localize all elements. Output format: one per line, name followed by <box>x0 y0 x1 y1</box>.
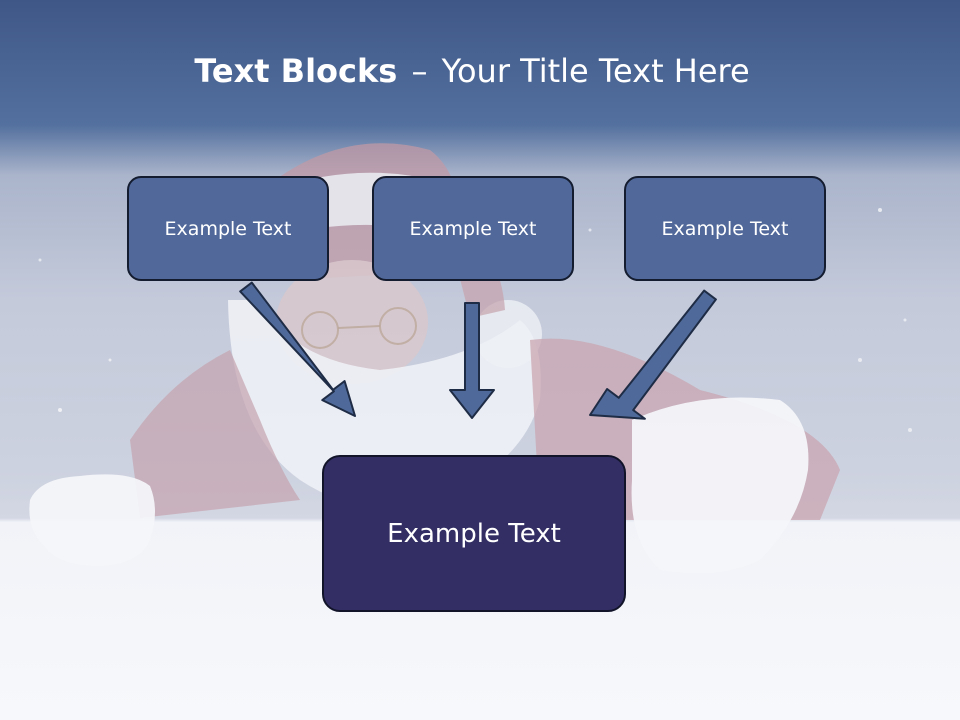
title-bold-part: Text Blocks <box>194 52 398 90</box>
text-block-1-label: Example Text <box>164 217 292 240</box>
title-dash: – <box>411 52 428 90</box>
target-text-block-label: Example Text <box>387 518 561 549</box>
text-block-2-label: Example Text <box>409 217 537 240</box>
arrow-down-right-icon <box>239 281 356 417</box>
text-block-2[interactable]: Example Text <box>372 176 574 281</box>
slide-title: Text Blocks – Your Title Text Here <box>0 52 944 90</box>
target-text-block[interactable]: Example Text <box>322 455 626 612</box>
text-block-3-label: Example Text <box>661 217 789 240</box>
text-block-1[interactable]: Example Text <box>127 176 329 281</box>
arrow-down-left-icon <box>589 289 717 420</box>
title-rest: Your Title Text Here <box>441 52 750 90</box>
text-block-3[interactable]: Example Text <box>624 176 826 281</box>
arrow-down-icon <box>449 302 495 419</box>
